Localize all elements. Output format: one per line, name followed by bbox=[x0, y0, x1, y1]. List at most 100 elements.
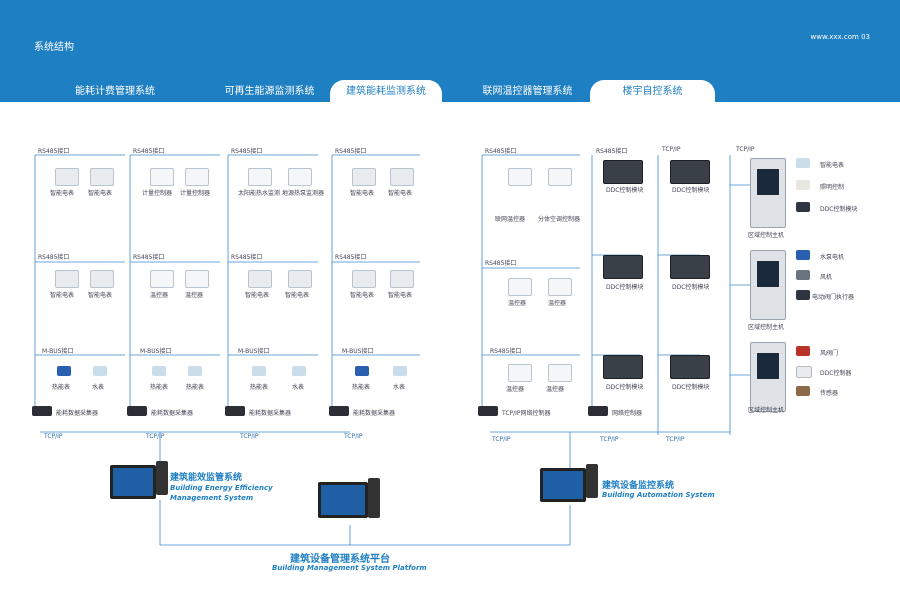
gateway-label: 能耗数据采集器 bbox=[353, 410, 396, 417]
bus-label: TCP/IP bbox=[146, 433, 165, 440]
interface-label: RS485接口 bbox=[38, 254, 70, 261]
smart-meter-icon bbox=[55, 168, 79, 186]
gateway-label: TCP/IP网络控制器 bbox=[502, 410, 551, 417]
tab-renewable-monitoring[interactable]: 可再生能源监测系统 bbox=[212, 80, 327, 104]
device-label: 热能表 bbox=[150, 384, 169, 391]
tab-building-automation[interactable]: 楼宇自控系统 bbox=[590, 80, 715, 104]
thermostat-icon bbox=[150, 270, 174, 288]
panel-label: 区域控制主机 bbox=[748, 232, 785, 239]
energy-system-subtitle: Management System bbox=[170, 494, 254, 502]
ddc-module-icon bbox=[603, 160, 643, 184]
smart-meter-icon bbox=[248, 270, 272, 288]
water-meter-icon bbox=[292, 366, 306, 376]
collector-icon bbox=[329, 406, 349, 416]
device-label: 水泵电机 bbox=[820, 254, 845, 261]
device-label: 智能电表 bbox=[820, 162, 845, 169]
heat-meter-icon bbox=[355, 366, 369, 376]
heat-meter-icon bbox=[252, 366, 266, 376]
platform-title: 建筑设备管理系统平台 bbox=[290, 554, 390, 565]
device-label: 热能表 bbox=[250, 384, 269, 391]
device-label: 分体空调控制器 bbox=[538, 216, 581, 223]
bus-label: TCP/IP bbox=[600, 436, 619, 443]
device-label: 电动阀门执行器 bbox=[812, 294, 855, 301]
ddc-module-icon bbox=[670, 160, 710, 184]
smart-meter-icon bbox=[288, 270, 312, 288]
smart-meter-icon bbox=[352, 168, 376, 186]
tab-building-energy-monitoring[interactable]: 建筑能耗监测系统 bbox=[330, 80, 442, 104]
tab-label: 可再生能源监测系统 bbox=[224, 86, 315, 97]
metering-controller-icon bbox=[185, 168, 209, 186]
ddc-label: DDC控制模块 bbox=[672, 187, 710, 194]
zone-controller-icon bbox=[750, 250, 786, 320]
device-label: 智能电表 bbox=[88, 190, 113, 197]
fan-icon bbox=[796, 270, 810, 280]
ddc-module-icon bbox=[603, 255, 643, 279]
pump-icon bbox=[796, 250, 810, 260]
device-label: DDC控制器 bbox=[820, 370, 852, 377]
energy-system-subtitle: Building Energy Efficiency bbox=[170, 484, 273, 492]
heat-meter-icon bbox=[188, 366, 202, 376]
device-label: 温控器 bbox=[508, 300, 527, 307]
device-label: 智能电表 bbox=[245, 292, 270, 299]
ddc-label: DDC控制模块 bbox=[606, 384, 644, 391]
bus-label: TCP/IP bbox=[240, 433, 259, 440]
network-controller-icon bbox=[478, 406, 498, 416]
thermostat-icon bbox=[508, 278, 532, 296]
tab-label: 联网温控器管理系统 bbox=[482, 86, 573, 97]
device-label: 计量控制器 bbox=[180, 190, 211, 197]
interface-label: RS485接口 bbox=[231, 254, 263, 261]
ddc-label: DDC控制模块 bbox=[672, 284, 710, 291]
device-label: 太阳能热水监测 bbox=[238, 190, 281, 197]
valve-actuator-icon bbox=[796, 290, 810, 300]
thermostat-icon bbox=[548, 278, 572, 296]
page-title: 系统结构 bbox=[34, 42, 74, 53]
ddc-module-icon bbox=[670, 355, 710, 379]
device-label: 智能电表 bbox=[388, 190, 413, 197]
smart-meter-icon bbox=[352, 270, 376, 288]
interface-label: M-BUS接口 bbox=[42, 348, 74, 355]
tab-energy-billing[interactable]: 能耗计费管理系统 bbox=[30, 80, 200, 104]
interface-label: M-BUS接口 bbox=[342, 348, 374, 355]
collector-icon bbox=[127, 406, 147, 416]
device-label: 智能电表 bbox=[50, 292, 75, 299]
automation-system-title: 建筑设备监控系统 bbox=[602, 481, 675, 491]
device-label: 热能表 bbox=[52, 384, 71, 391]
bus-label: TCP/IP bbox=[344, 433, 363, 440]
water-meter-icon bbox=[93, 366, 107, 376]
device-label: 传感器 bbox=[820, 390, 839, 397]
smart-meter-icon bbox=[55, 270, 79, 288]
interface-label: RS485接口 bbox=[335, 148, 367, 155]
gateway-label: 网络控制器 bbox=[612, 410, 643, 417]
ddc-controller-icon bbox=[796, 366, 812, 378]
interface-label: RS485接口 bbox=[231, 148, 263, 155]
interface-label: TCP/IP bbox=[736, 146, 755, 153]
interface-label: RS485接口 bbox=[485, 148, 517, 155]
device-label: 水表 bbox=[292, 384, 305, 391]
smart-meter-icon bbox=[90, 168, 114, 186]
ddc-label: DDC控制模块 bbox=[672, 384, 710, 391]
tab-networked-thermostat[interactable]: 联网温控器管理系统 bbox=[470, 80, 585, 104]
interface-label: M-BUS接口 bbox=[140, 348, 172, 355]
device-label: 智能电表 bbox=[285, 292, 310, 299]
device-label: 风机 bbox=[820, 274, 833, 281]
page-number: www.xxx.com 03 bbox=[810, 33, 871, 41]
heat-pump-monitor-icon bbox=[288, 168, 312, 186]
interface-label: RS485接口 bbox=[596, 148, 628, 155]
device-label: DDC控制模块 bbox=[820, 206, 858, 213]
gateway-label: 能耗数据采集器 bbox=[249, 410, 292, 417]
ddc-module-icon bbox=[670, 255, 710, 279]
device-label: 水表 bbox=[92, 384, 105, 391]
gateway-label: 能耗数据采集器 bbox=[56, 410, 99, 417]
device-label: 热能表 bbox=[186, 384, 205, 391]
interface-label: RS485接口 bbox=[133, 148, 165, 155]
interface-label: RS485接口 bbox=[133, 254, 165, 261]
zone-controller-icon bbox=[750, 158, 786, 228]
device-label: 智能电表 bbox=[50, 190, 75, 197]
platform-subtitle: Building Management System Platform bbox=[272, 564, 427, 572]
bus-label: TCP/IP bbox=[44, 433, 63, 440]
device-label: 智能电表 bbox=[388, 292, 413, 299]
automation-system-subtitle: Building Automation System bbox=[602, 491, 715, 499]
ddc-module-icon bbox=[603, 355, 643, 379]
interface-label: TCP/IP bbox=[662, 146, 681, 153]
thermostat-icon bbox=[548, 168, 572, 186]
